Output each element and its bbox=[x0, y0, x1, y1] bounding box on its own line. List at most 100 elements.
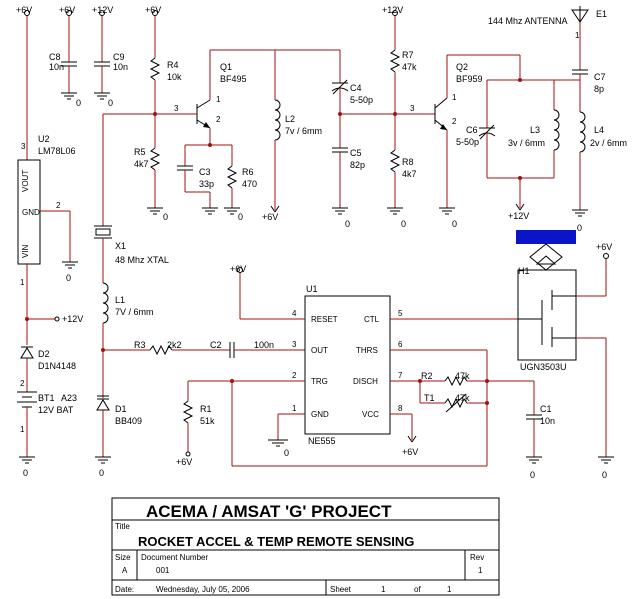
rev-label: Rev bbox=[470, 553, 484, 562]
c2-value: 100n bbox=[254, 340, 274, 350]
d1-ref: D1 bbox=[115, 404, 127, 414]
docnum-value: 001 bbox=[156, 566, 170, 575]
bt1-desc: 12V BAT bbox=[38, 405, 74, 415]
sheet-of-label: of bbox=[414, 585, 421, 594]
supply-6v-label: +6V bbox=[16, 5, 32, 15]
r2-value: 47k bbox=[455, 371, 470, 381]
svg-text:+6V: +6V bbox=[402, 447, 418, 457]
c8-c9-group: +6V C8 10n 0 +12V C9 10n 0 bbox=[49, 5, 128, 108]
c7-value: 8p bbox=[594, 84, 604, 94]
svg-text:1: 1 bbox=[20, 425, 25, 434]
l2-value: 7v / 6mm bbox=[285, 126, 322, 136]
svg-text:1: 1 bbox=[575, 31, 580, 40]
svg-text:+12V: +12V bbox=[382, 5, 403, 15]
r4-value: 10k bbox=[167, 72, 182, 82]
l2-ref: L2 bbox=[285, 114, 295, 124]
u1-value: NE555 bbox=[308, 436, 336, 446]
svg-text:0: 0 bbox=[284, 448, 289, 458]
docnum-label: Document Number bbox=[141, 553, 208, 562]
supply-12v-label-bat: +12V bbox=[62, 314, 83, 324]
r3-ref: R3 bbox=[134, 340, 146, 350]
l4-ref: L4 bbox=[594, 125, 604, 135]
svg-text:+6V: +6V bbox=[145, 5, 161, 15]
c2-ref: C2 bbox=[210, 340, 222, 350]
svg-text:3: 3 bbox=[292, 340, 297, 349]
svg-text:1: 1 bbox=[452, 93, 457, 102]
r1-ref: R1 bbox=[200, 404, 212, 414]
svg-text:2: 2 bbox=[292, 371, 297, 380]
bt1-value: A23 bbox=[61, 393, 77, 403]
svg-text:6: 6 bbox=[398, 340, 403, 349]
svg-text:0: 0 bbox=[345, 219, 350, 229]
u2-gnd-pin: GND bbox=[22, 208, 40, 217]
svg-text:RESET: RESET bbox=[311, 315, 338, 324]
r7-ref: R7 bbox=[402, 50, 414, 60]
drawing-title: ROCKET ACCEL & TEMP REMOTE SENSING bbox=[138, 534, 414, 549]
c5-ref: C5 bbox=[350, 148, 362, 158]
size-value: A bbox=[122, 566, 128, 575]
svg-text:0: 0 bbox=[577, 223, 582, 233]
svg-text:+6V: +6V bbox=[59, 5, 75, 15]
l3-value: 3v / 6mm bbox=[508, 138, 545, 148]
r5-value: 4k7 bbox=[134, 159, 149, 169]
x1-value: 48 Mhz XTAL bbox=[115, 255, 169, 265]
r5-ref: R5 bbox=[134, 147, 146, 157]
sheet-value: 1 bbox=[381, 585, 386, 594]
svg-text:GND: GND bbox=[311, 410, 329, 419]
svg-text:VCC: VCC bbox=[362, 410, 379, 419]
r3-value: 2k2 bbox=[167, 340, 182, 350]
u2-vin-pin: VIN bbox=[21, 244, 30, 258]
u2-regulator: +6V U2 LM78L06 3 VOUT GND VIN 2 0 1 +12V… bbox=[16, 5, 83, 478]
svg-text:3: 3 bbox=[21, 142, 26, 151]
svg-text:3: 3 bbox=[410, 104, 415, 113]
svg-text:0: 0 bbox=[238, 212, 243, 222]
c6-value: 5-50p bbox=[456, 137, 479, 147]
svg-text:5: 5 bbox=[398, 309, 403, 318]
r4-ref: R4 bbox=[167, 60, 179, 70]
svg-text:0: 0 bbox=[23, 468, 28, 478]
c3-value: 33p bbox=[199, 179, 214, 189]
t1-ref: T1 bbox=[424, 393, 435, 403]
r6-value: 470 bbox=[242, 179, 257, 189]
oscillator-stage: +6V R4 10k 3 R5 4k7 0 Q1 BF495 1 2 bbox=[103, 5, 322, 222]
c5-value: 82p bbox=[350, 160, 365, 170]
c8-ref: C8 bbox=[49, 52, 61, 62]
l1-ref: L1 bbox=[115, 295, 125, 305]
t1-value: 47k bbox=[455, 393, 470, 403]
svg-text:0: 0 bbox=[401, 219, 406, 229]
antenna-label: 144 Mhz ANTENNA bbox=[488, 16, 568, 26]
svg-text:0: 0 bbox=[66, 273, 71, 283]
u1-ref: U1 bbox=[306, 284, 318, 294]
svg-text:0: 0 bbox=[163, 212, 168, 222]
c8-value: 10n bbox=[49, 62, 64, 72]
sheet-label: Sheet bbox=[330, 585, 352, 594]
svg-text:0: 0 bbox=[530, 470, 535, 480]
d2-ref: D2 bbox=[38, 349, 50, 359]
project-title: ACEMA / AMSAT 'G' PROJECT bbox=[146, 502, 392, 521]
sheet-total: 1 bbox=[447, 585, 452, 594]
l3-ref: L3 bbox=[530, 125, 540, 135]
x1-ref: X1 bbox=[115, 241, 126, 251]
svg-text:4: 4 bbox=[292, 309, 297, 318]
svg-text:TRG: TRG bbox=[311, 377, 328, 386]
q2-ref: Q2 bbox=[456, 62, 468, 72]
svg-text:1: 1 bbox=[20, 278, 25, 287]
c6-ref: C6 bbox=[466, 125, 478, 135]
svg-text:OUT: OUT bbox=[311, 346, 328, 355]
svg-text:+6V: +6V bbox=[596, 242, 612, 252]
svg-text:+12V: +12V bbox=[508, 211, 529, 221]
size-label: Size bbox=[115, 553, 131, 562]
svg-text:3: 3 bbox=[174, 104, 179, 113]
title-block: ACEMA / AMSAT 'G' PROJECT Title ROCKET A… bbox=[111, 497, 500, 596]
c1-ref: C1 bbox=[540, 404, 552, 414]
svg-text:+6V: +6V bbox=[230, 264, 246, 274]
svg-text:+12V: +12V bbox=[92, 5, 113, 15]
c1-value: 10n bbox=[540, 416, 555, 426]
svg-text:1: 1 bbox=[216, 95, 221, 104]
c4-value: 5-50p bbox=[350, 95, 373, 105]
magnet-bar bbox=[516, 230, 576, 244]
date-value: Wednesday, July 05, 2006 bbox=[156, 585, 250, 594]
svg-text:THRS: THRS bbox=[356, 346, 378, 355]
svg-text:DISCH: DISCH bbox=[353, 377, 378, 386]
c9-ref: C9 bbox=[113, 52, 125, 62]
